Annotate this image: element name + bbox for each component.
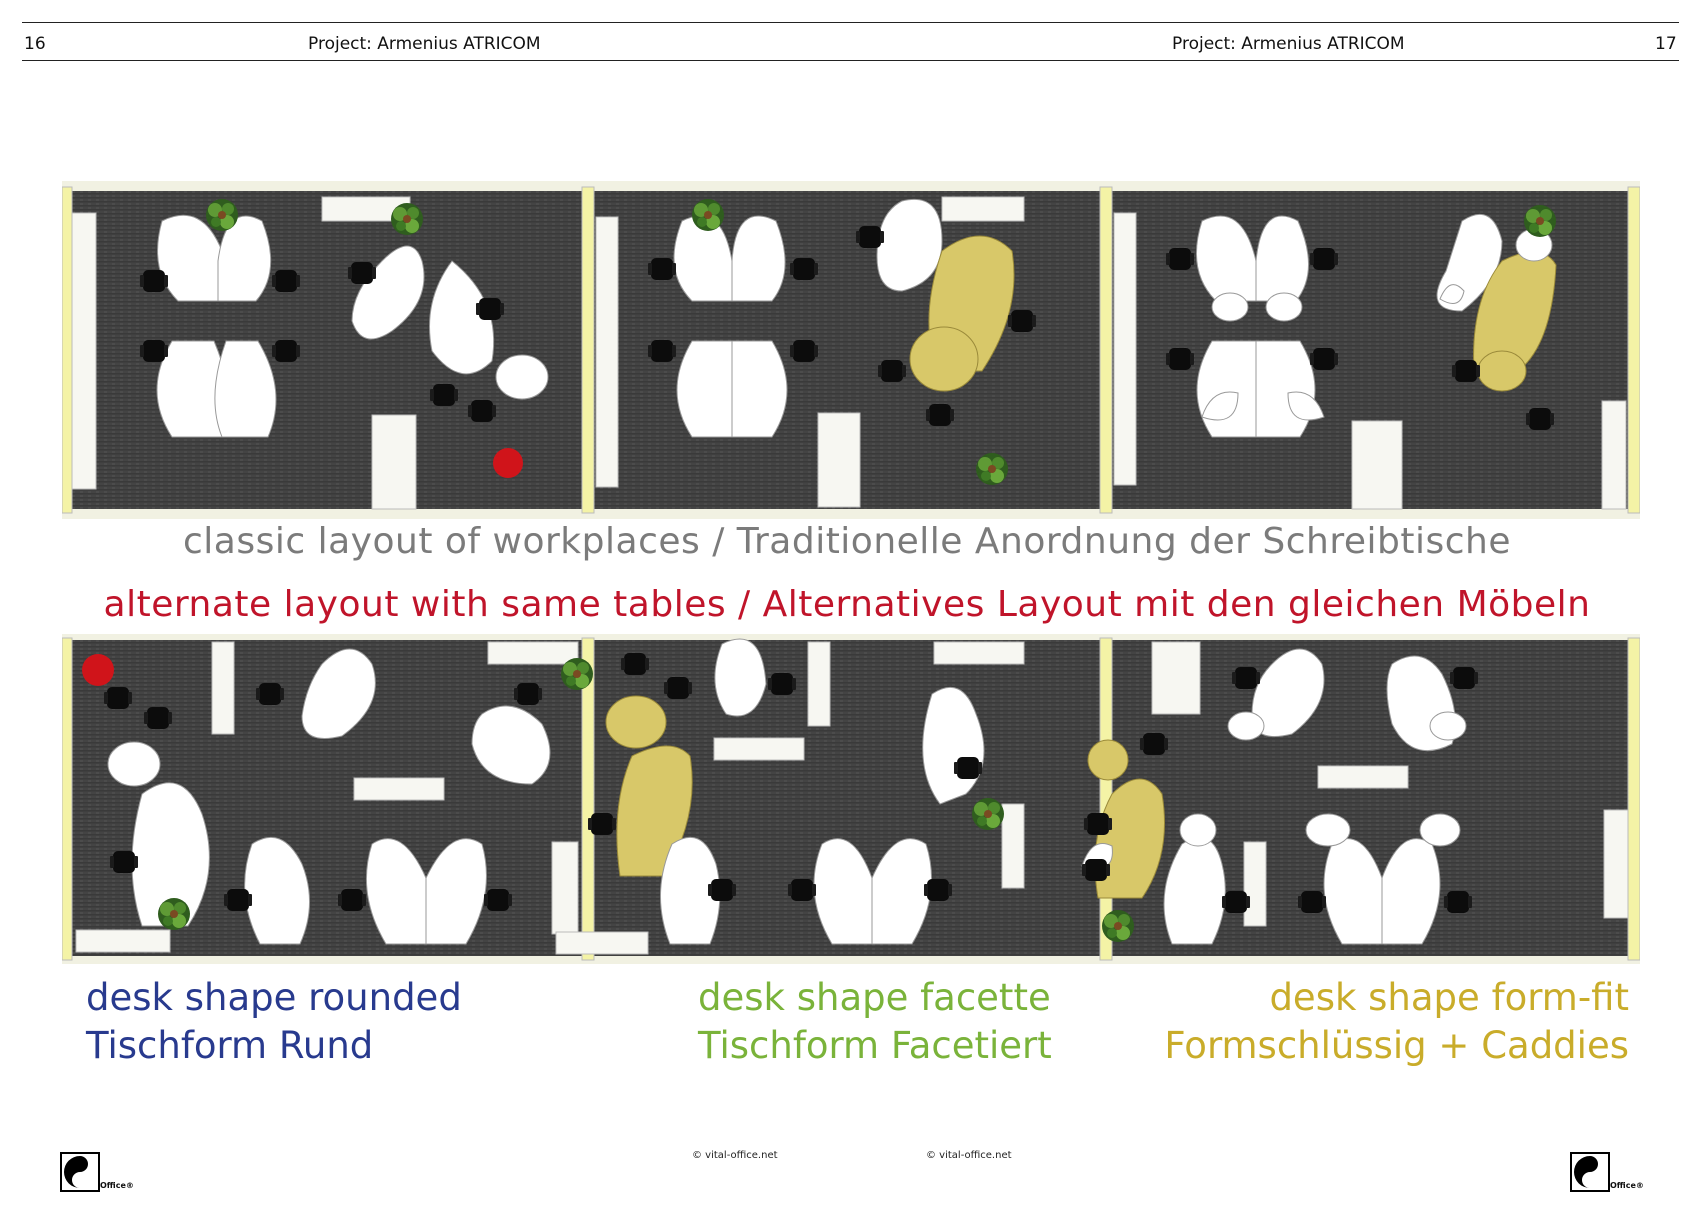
vital-office-logo-icon [1570, 1152, 1610, 1192]
label-formfit-en: desk shape form-fit [1269, 976, 1629, 1019]
floor-plan-classic [62, 181, 1640, 519]
right-page-number: 17 [1655, 34, 1677, 54]
copyright-left: © vital-office.net [692, 1150, 778, 1161]
left-page-number: 16 [24, 34, 46, 54]
left-project-title: Project: Armenius ATRICOM [308, 34, 541, 54]
label-facette-en: desk shape facette [698, 976, 1051, 1019]
header-top-rule [22, 22, 1679, 23]
header-bottom-rule [22, 60, 1679, 61]
label-rounded-de: Tischform Rund [86, 1024, 374, 1067]
logo-text-left: Office® [100, 1181, 134, 1190]
caption-classic-layout: classic layout of workplaces / Tradition… [183, 521, 1511, 562]
label-formfit-de: Formschlüssig + Caddies [1164, 1024, 1629, 1067]
copyright-right: © vital-office.net [926, 1150, 1012, 1161]
caption-alternate-layout: alternate layout with same tables / Alte… [103, 584, 1591, 625]
floor-plan-alternate [62, 634, 1640, 964]
right-project-title: Project: Armenius ATRICOM [1172, 34, 1405, 54]
logo-text-right: Office® [1610, 1181, 1644, 1190]
label-facette-de: Tischform Facetiert [698, 1024, 1052, 1067]
label-rounded-en: desk shape rounded [86, 976, 462, 1019]
vital-office-logo-icon [60, 1152, 100, 1192]
